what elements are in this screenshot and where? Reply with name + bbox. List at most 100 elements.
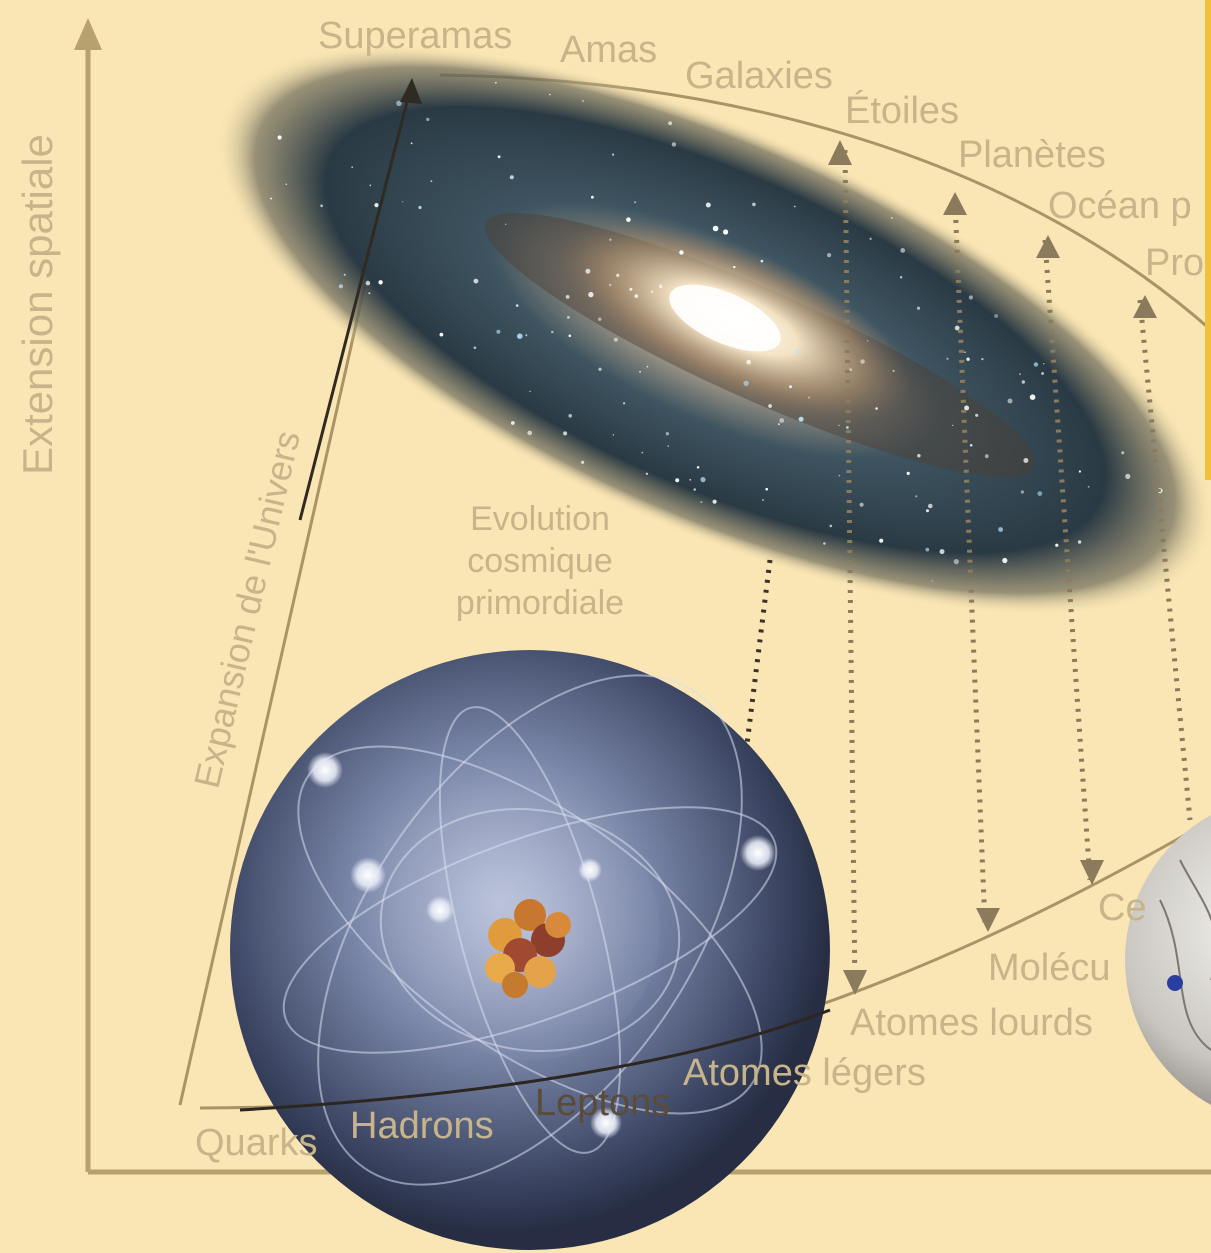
star xyxy=(700,501,703,504)
star xyxy=(270,197,272,200)
star xyxy=(765,487,768,491)
star xyxy=(525,334,528,337)
atom-image xyxy=(230,650,830,1250)
scale-label-planetes: Planètes xyxy=(958,134,1106,176)
star xyxy=(1033,362,1039,367)
scale-label-molecules: Molécu xyxy=(988,947,1111,989)
star xyxy=(549,93,551,96)
star xyxy=(527,430,532,436)
dotted-line xyxy=(1042,239,1093,881)
expansion-arrow-icon xyxy=(400,78,422,104)
dotted-line xyxy=(952,199,988,926)
star xyxy=(369,184,372,187)
star xyxy=(668,121,672,126)
down-arrow-icon xyxy=(1080,860,1104,885)
up-arrow-icon xyxy=(1036,235,1060,258)
star xyxy=(798,416,804,422)
star xyxy=(641,451,644,454)
star xyxy=(568,334,572,338)
star xyxy=(613,337,618,342)
cell-sphere xyxy=(1125,815,1211,1105)
scale-label-cellules: Ce xyxy=(1098,887,1147,929)
star xyxy=(981,358,984,361)
scale-label-hadrons: Hadrons xyxy=(350,1105,494,1147)
star xyxy=(743,380,749,386)
star xyxy=(838,424,840,426)
edge-highlight xyxy=(1205,0,1211,480)
star xyxy=(612,434,614,436)
star xyxy=(612,153,615,156)
star xyxy=(892,369,895,372)
galaxy-image xyxy=(215,44,1211,616)
star xyxy=(752,202,756,207)
star xyxy=(1041,372,1044,375)
star xyxy=(939,549,945,555)
star xyxy=(497,155,501,159)
star xyxy=(639,370,641,373)
star xyxy=(890,217,893,219)
scale-label-ocean: Océan p xyxy=(1048,185,1192,227)
star xyxy=(609,238,612,241)
star xyxy=(504,223,507,226)
star xyxy=(1121,451,1125,455)
star xyxy=(808,396,811,399)
star xyxy=(879,538,884,543)
dotted-line xyxy=(842,149,858,991)
star xyxy=(1077,540,1082,544)
star xyxy=(1023,458,1029,463)
electron xyxy=(590,1107,622,1139)
star xyxy=(827,253,832,258)
expansion-arrow xyxy=(298,89,412,521)
star xyxy=(746,359,751,365)
star xyxy=(1037,491,1043,496)
star xyxy=(984,454,989,459)
star xyxy=(733,265,736,269)
star xyxy=(829,524,833,528)
up-arrow-icon xyxy=(943,192,967,215)
star xyxy=(510,421,515,425)
star xyxy=(426,117,430,122)
star xyxy=(626,217,631,222)
star xyxy=(859,502,864,507)
star xyxy=(869,237,872,240)
star xyxy=(598,367,602,371)
star xyxy=(616,273,620,277)
star xyxy=(951,424,954,427)
star xyxy=(754,342,758,346)
star xyxy=(529,390,531,393)
star xyxy=(1087,485,1090,488)
star xyxy=(495,81,497,84)
star xyxy=(1019,373,1021,375)
star xyxy=(623,402,626,405)
star xyxy=(867,340,869,342)
star xyxy=(693,488,696,491)
star xyxy=(708,304,711,307)
scale-label-galaxies: Galaxies xyxy=(685,55,833,97)
star xyxy=(1002,557,1008,564)
star xyxy=(568,414,572,418)
star xyxy=(515,304,519,307)
scale-label-amas: Amas xyxy=(560,29,657,71)
star xyxy=(650,290,654,294)
electron xyxy=(740,835,776,871)
star xyxy=(712,499,717,504)
star xyxy=(696,466,700,469)
star xyxy=(838,474,841,477)
up-arrow-icon xyxy=(1133,295,1157,318)
evolution-label-line3: primordiale xyxy=(456,584,624,622)
star xyxy=(964,351,966,353)
star xyxy=(899,276,903,279)
scale-label-pro: Pro xyxy=(1145,242,1204,284)
star xyxy=(760,259,764,263)
star xyxy=(430,180,433,183)
star xyxy=(794,349,800,354)
star xyxy=(591,195,594,199)
star xyxy=(768,404,772,408)
evolution-label-line1: Evolution xyxy=(470,500,610,538)
star xyxy=(915,495,918,498)
star xyxy=(634,294,639,298)
scale-label-atomes-legers: Atomes légers xyxy=(683,1052,926,1094)
star xyxy=(1021,380,1025,384)
star xyxy=(768,353,771,355)
